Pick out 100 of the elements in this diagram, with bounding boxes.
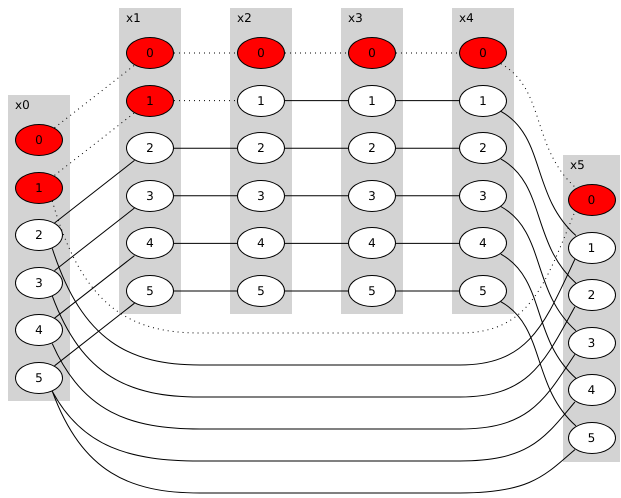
ellipse-node xyxy=(237,84,285,117)
connector-line xyxy=(284,242,348,244)
node-label: 1 xyxy=(146,94,154,108)
node-label: 5 xyxy=(35,371,43,385)
node-label: 5 xyxy=(257,284,265,298)
cluster-band xyxy=(341,8,403,314)
ellipse-node xyxy=(15,124,63,156)
ellipse-node xyxy=(459,180,507,212)
connector-line xyxy=(284,148,348,149)
cluster-band xyxy=(230,8,292,314)
connector-line xyxy=(500,301,576,426)
ellipse-node xyxy=(348,180,396,212)
cluster-band xyxy=(563,155,620,462)
node-label: 3 xyxy=(588,336,596,350)
ellipse-node xyxy=(568,184,616,216)
ellipse-node xyxy=(459,227,507,260)
ellipse-node xyxy=(15,266,63,299)
cluster-label: x3 xyxy=(348,11,363,25)
connector-line xyxy=(174,148,238,149)
node-label: 1 xyxy=(588,240,596,255)
node-label: 5 xyxy=(368,284,376,298)
ellipse-node xyxy=(459,275,507,307)
ellipse-node xyxy=(15,314,63,346)
ellipse-node xyxy=(568,326,616,359)
ellipse-node xyxy=(568,422,616,454)
connector-line xyxy=(396,195,460,196)
ellipse-node xyxy=(126,275,174,307)
connector-line xyxy=(54,208,135,272)
node-label: 1 xyxy=(35,180,43,195)
node-label: 0 xyxy=(368,46,376,60)
node-label: 0 xyxy=(35,133,43,147)
connector-line xyxy=(500,158,576,284)
connector-line xyxy=(284,195,348,196)
connector-line xyxy=(174,290,238,292)
ellipse-node xyxy=(237,132,285,164)
ellipse-node xyxy=(237,37,285,69)
ellipse-node xyxy=(126,84,174,117)
cluster-label: x4 xyxy=(459,11,474,25)
cluster-label: x0 xyxy=(15,98,30,112)
cluster-band xyxy=(8,95,70,401)
node-label: 4 xyxy=(588,383,596,398)
connector-line xyxy=(54,255,135,319)
dotted-connector xyxy=(54,64,135,128)
node-label: 3 xyxy=(146,188,154,203)
cluster-label: x5 xyxy=(570,158,585,172)
node-label: 2 xyxy=(257,141,265,156)
connector-line xyxy=(54,302,135,366)
ellipse-node xyxy=(126,132,174,164)
dotted-connector xyxy=(500,63,576,188)
node-label: 5 xyxy=(588,431,596,445)
connector-line xyxy=(52,248,576,366)
cluster-band xyxy=(452,8,514,314)
ellipse-node xyxy=(15,172,63,204)
ellipse-node xyxy=(348,132,396,164)
node-label: 4 xyxy=(257,236,265,250)
node-label: 5 xyxy=(146,284,154,298)
ellipse-node xyxy=(126,227,174,260)
node-label: 4 xyxy=(479,236,487,250)
node-label: 0 xyxy=(146,46,154,60)
ellipse-node xyxy=(237,180,285,212)
ellipse-node xyxy=(348,37,396,69)
connector-line xyxy=(500,206,576,332)
node-label: 3 xyxy=(479,188,487,203)
ellipse-node xyxy=(459,37,507,69)
ellipse-node xyxy=(348,227,396,260)
node-label: 2 xyxy=(368,141,376,156)
connector-line xyxy=(52,296,576,398)
node-label: 3 xyxy=(257,188,265,203)
connector-line xyxy=(396,148,460,149)
node-label: 1 xyxy=(368,94,376,108)
node-label: 2 xyxy=(146,141,154,156)
connector-line xyxy=(396,290,460,292)
ellipse-node xyxy=(459,132,507,164)
dotted-connector xyxy=(54,112,135,176)
ellipse-node xyxy=(459,84,507,117)
connector-line xyxy=(284,290,348,292)
ellipse-node xyxy=(348,84,396,117)
cluster-band xyxy=(119,8,181,314)
node-label: 1 xyxy=(479,94,487,108)
connector-line xyxy=(52,390,576,494)
ellipse-node xyxy=(348,275,396,307)
connector-line xyxy=(396,242,460,244)
node-label: 2 xyxy=(35,228,43,242)
node-label: 3 xyxy=(35,276,43,290)
ellipse-node xyxy=(568,279,616,312)
node-label: 5 xyxy=(479,284,487,298)
node-label: 2 xyxy=(588,288,596,302)
node-label: 4 xyxy=(35,323,43,338)
connector-line xyxy=(284,100,348,102)
node-label: 1 xyxy=(257,94,265,108)
connector-line xyxy=(500,110,576,236)
ellipse-node xyxy=(15,219,63,252)
node-label: 4 xyxy=(368,236,376,250)
connector-line xyxy=(54,160,135,224)
connector-line xyxy=(500,254,576,379)
ellipse-node xyxy=(15,362,63,394)
node-label: 0 xyxy=(257,46,265,60)
connector-line xyxy=(174,242,238,244)
node-label: 0 xyxy=(588,193,596,207)
ellipse-node xyxy=(237,275,285,307)
